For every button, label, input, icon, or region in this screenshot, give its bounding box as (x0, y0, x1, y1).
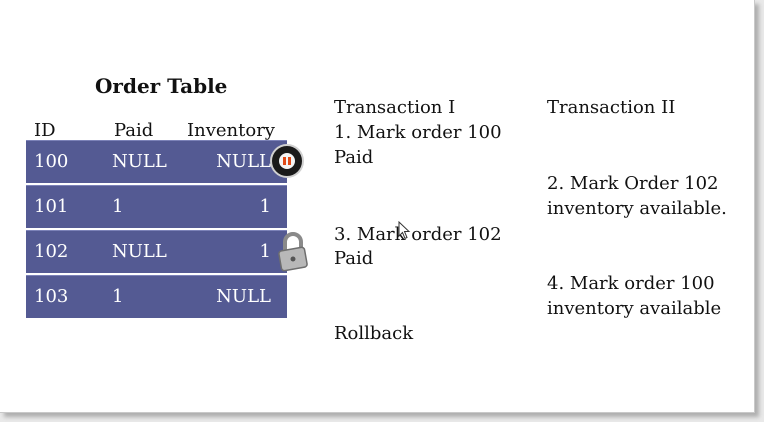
row-paid: 1 (112, 286, 124, 307)
transaction1-heading: Transaction I (334, 97, 456, 118)
transaction1-rollback: Rollback (334, 323, 414, 344)
mouse-cursor-icon (398, 221, 411, 240)
column-header-paid: Paid (114, 120, 154, 141)
column-header-inventory: Inventory (187, 120, 275, 141)
slide: Order Table ID Paid Inventory 100 NULL N… (0, 0, 755, 413)
row-inventory: 1 (259, 241, 271, 262)
table-row: 102 NULL 1 (26, 230, 287, 273)
transaction2-heading: Transaction II (547, 97, 676, 118)
row-inventory: NULL (216, 151, 271, 172)
transaction2-step4-line2: inventory available (547, 298, 722, 319)
row-paid: NULL (112, 241, 167, 262)
transaction1-step3-line2: Paid (334, 248, 374, 269)
transaction2-step2-line2: inventory available. (547, 198, 727, 219)
row-inventory: NULL (216, 286, 271, 307)
transaction1-step3-line1: 3. Mark order 102 (334, 224, 502, 245)
table-title: Order Table (95, 74, 228, 98)
table-row: 103 1 NULL (26, 275, 287, 318)
transaction1-step1-line2: Paid (334, 147, 374, 168)
column-header-id: ID (34, 120, 56, 141)
pause-icon (270, 144, 304, 178)
transaction2-step2-line1: 2. Mark Order 102 (547, 173, 719, 194)
lock-icon (278, 232, 308, 272)
table-row: 100 NULL NULL (26, 140, 287, 183)
row-paid: 1 (112, 196, 124, 217)
transaction2-step4-line1: 4. Mark order 100 (547, 273, 715, 294)
row-id: 102 (34, 241, 69, 262)
table-row: 101 1 1 (26, 185, 287, 228)
row-inventory: 1 (259, 196, 271, 217)
row-id: 101 (34, 196, 69, 217)
row-id: 103 (34, 286, 69, 307)
row-id: 100 (34, 151, 69, 172)
row-paid: NULL (112, 151, 167, 172)
transaction1-step1-line1: 1. Mark order 100 (334, 122, 502, 143)
